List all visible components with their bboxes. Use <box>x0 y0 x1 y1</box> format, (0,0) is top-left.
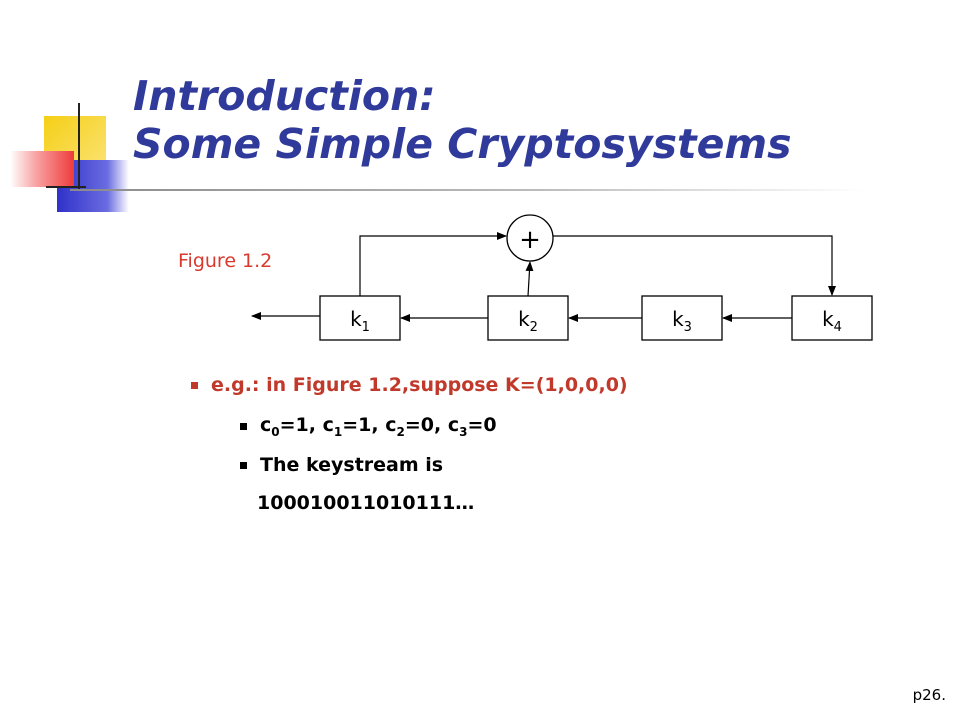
bullet-example: e.g.: in Figure 1.2,suppose K=(1,0,0,0) <box>191 374 628 396</box>
register-k2-sub: 2 <box>530 320 538 335</box>
tap-k2-to-adder <box>525 261 534 297</box>
tap-k1-to-adder <box>359 232 507 296</box>
decor-red-bar <box>10 151 74 187</box>
title-divider <box>70 189 865 191</box>
example-text: e.g.: in Figure 1.2,suppose K=(1,0,0,0) <box>211 374 628 396</box>
slide-title: Introduction: Some Simple Cryptosystems <box>133 72 792 169</box>
slide-title-line1: Introduction: <box>133 72 436 120</box>
coeff-c0: c0=1, <box>260 414 323 439</box>
bullet-keystream: The keystream is <box>240 454 443 476</box>
register-k4-base: k <box>822 307 834 331</box>
keystream-intro: The keystream is <box>260 454 444 476</box>
register-k3-sub: 3 <box>684 320 692 335</box>
bullet-square-icon <box>191 381 198 389</box>
decor-vertical-line <box>78 103 80 191</box>
adder-symbol: + <box>519 225 541 255</box>
svg-text:k1: k1 <box>350 307 370 335</box>
register-k1-base: k <box>350 307 362 331</box>
page-number: p26. <box>912 686 946 704</box>
feedback-to-k4 <box>553 235 836 296</box>
bullet-square-icon <box>240 461 247 469</box>
register-k2-base: k <box>518 307 530 331</box>
bullet-square-icon <box>240 422 247 430</box>
coefficients-text: c0=1, c1=1, c2=0, c3=0 <box>260 414 497 439</box>
register-k3-base: k <box>672 307 684 331</box>
coeff-c3: c3=0 <box>447 414 497 439</box>
coeff-c2: c2=0, <box>385 414 448 439</box>
svg-text:k4: k4 <box>822 307 842 335</box>
slide-title-line2: Some Simple Cryptosystems <box>133 120 792 169</box>
keystream-value: 100010011010111… <box>257 492 475 514</box>
register-k4-sub: 4 <box>834 320 842 335</box>
register-k4: k4 <box>791 295 873 341</box>
register-k3: k3 <box>641 295 723 341</box>
register-k2: k2 <box>487 295 569 341</box>
svg-text:k3: k3 <box>672 307 692 335</box>
register-k1: k1 <box>319 295 401 341</box>
bullet-coefficients: c0=1, c1=1, c2=0, c3=0 <box>240 414 497 439</box>
svg-text:k2: k2 <box>518 307 538 335</box>
decor-horizontal-line <box>46 186 86 188</box>
adder-circle <box>506 214 554 262</box>
register-k1-sub: 1 <box>362 320 370 335</box>
figure-label: Figure 1.2 <box>178 250 273 272</box>
coeff-c1: c1=1, <box>322 414 386 439</box>
